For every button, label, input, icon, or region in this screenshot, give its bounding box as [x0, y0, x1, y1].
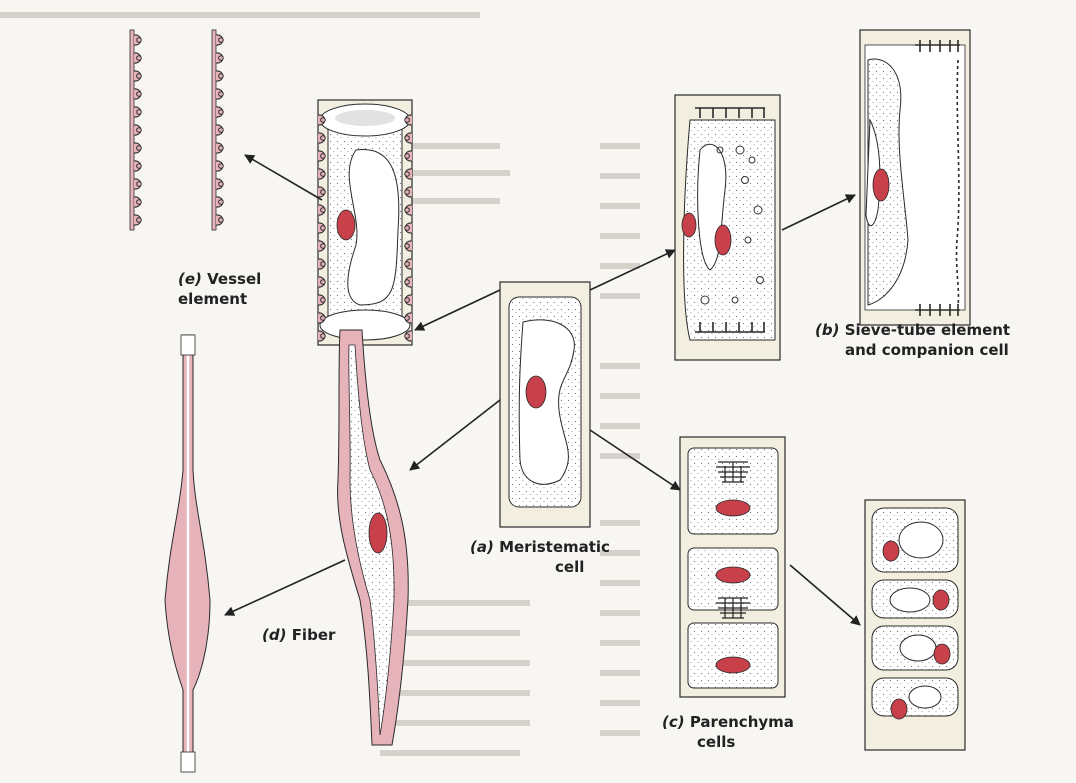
- arrow-to-vessel-strip: [245, 155, 322, 200]
- pit-dot: [405, 226, 410, 231]
- pit-dot: [321, 244, 326, 249]
- pit-dot: [219, 92, 224, 97]
- sieve-tube-mature: [860, 30, 970, 325]
- parenchyma-cells-mature: [865, 500, 965, 750]
- pit-dot: [321, 334, 326, 339]
- pit-dot: [137, 110, 142, 115]
- arrow-to-fiber-strand: [225, 560, 345, 615]
- pit-dot: [321, 280, 326, 285]
- pit-dot: [321, 208, 326, 213]
- pit-dot: [321, 118, 326, 123]
- pit-dot: [405, 154, 410, 159]
- pit-dot: [219, 74, 224, 79]
- pit-dot: [137, 164, 142, 169]
- pit-dot: [405, 280, 410, 285]
- pit-dot: [219, 110, 224, 115]
- arrow-to-sieve-mature: [782, 195, 855, 230]
- fiber-strands: [165, 335, 210, 772]
- pit-dot: [219, 200, 224, 205]
- pit-dot: [405, 118, 410, 123]
- label-sieve-tube: (b) Sieve-tube element and companion cel…: [815, 320, 1010, 360]
- pit-dot: [137, 128, 142, 133]
- pit-dot: [137, 92, 142, 97]
- arrow-to-fiber: [410, 400, 500, 470]
- pit-dot: [219, 182, 224, 187]
- arrow-to-vessel: [415, 290, 500, 330]
- pit-dot: [321, 226, 326, 231]
- parenchyma-stack: [680, 437, 785, 697]
- pit-dot: [219, 164, 224, 169]
- vessel-element-strips: [130, 30, 223, 230]
- pit-dot: [219, 38, 224, 43]
- pit-dot: [321, 190, 326, 195]
- pit-dot: [137, 200, 142, 205]
- pit-dot: [137, 182, 142, 187]
- fiber-cell: [338, 330, 409, 745]
- pit-dot: [321, 172, 326, 177]
- pit-dot: [321, 154, 326, 159]
- pit-dot: [405, 172, 410, 177]
- pit-dot: [321, 262, 326, 267]
- pit-dot: [137, 218, 142, 223]
- pit-dot: [405, 208, 410, 213]
- pit-dot: [321, 298, 326, 303]
- sieve-tube-element: [675, 95, 780, 360]
- pit-dot: [405, 316, 410, 321]
- pit-dot: [405, 298, 410, 303]
- pit-dot: [137, 146, 142, 151]
- pit-dot: [321, 316, 326, 321]
- label-parenchyma: (c) Parenchyma cells: [662, 712, 794, 752]
- pit-dot: [405, 190, 410, 195]
- pit-dot: [137, 74, 142, 79]
- pit-dot: [405, 334, 410, 339]
- label-meristematic: (a) Meristematic cell: [470, 537, 610, 577]
- pit-dot: [219, 218, 224, 223]
- label-vessel-element: (e) Vessel element: [178, 269, 261, 309]
- arrow-to-parenchyma: [590, 430, 680, 490]
- label-fiber: (d) Fiber: [262, 625, 335, 645]
- pit-dot: [137, 56, 142, 61]
- pit-dot: [137, 38, 142, 43]
- pit-dot: [405, 244, 410, 249]
- pit-dot: [405, 262, 410, 267]
- pit-dot: [321, 136, 326, 141]
- pit-dot: [405, 136, 410, 141]
- pit-dot: [219, 56, 224, 61]
- arrow-to-sieve: [590, 250, 675, 290]
- vessel-element-cell: [318, 100, 412, 345]
- arrow-to-parenchyma-mature: [790, 565, 860, 625]
- pit-dot: [219, 128, 224, 133]
- meristematic-cell: [500, 282, 590, 527]
- pit-dot: [219, 146, 224, 151]
